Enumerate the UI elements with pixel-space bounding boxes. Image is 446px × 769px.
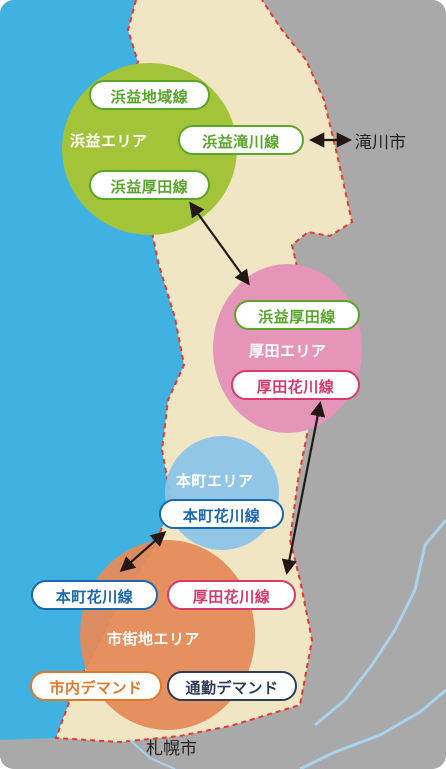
city-takikawa: 滝川市 — [355, 133, 406, 153]
shigaichi-area-label: 市街地エリア — [107, 630, 201, 648]
route-hamamasu-chiiki[interactable]: 浜益地域線 — [89, 80, 210, 110]
city-sapporo: 札幌市 — [146, 739, 197, 759]
route-honcho-hanakawa-2[interactable]: 本町花川線 — [31, 580, 158, 610]
route-hamamasu-atsuta-2[interactable]: 浜益厚田線 — [234, 300, 360, 330]
route-honcho-hanakawa[interactable]: 本町花川線 — [159, 499, 284, 529]
honcho-area-circle — [165, 436, 279, 550]
route-atsuta-hanakawa[interactable]: 厚田花川線 — [231, 370, 360, 400]
route-hamamasu-takikawa[interactable]: 浜益滝川線 — [178, 125, 304, 155]
route-tsukin-demand[interactable]: 通勤デマンド — [167, 671, 297, 701]
river-bottom — [299, 688, 446, 769]
route-atsuta-hanakawa-2[interactable]: 厚田花川線 — [167, 580, 296, 610]
river-left — [129, 739, 176, 769]
hamamasu-area-label: 浜益エリア — [70, 132, 148, 150]
route-hamamasu-atsuta[interactable]: 浜益厚田線 — [89, 170, 210, 200]
river-right — [314, 519, 446, 727]
honcho-area-label: 本町エリア — [176, 472, 254, 490]
municipal-boundary — [54, 0, 354, 744]
land — [56, 0, 352, 742]
atsuta-area-label: 厚田エリア — [249, 342, 327, 360]
route-shinai-demand[interactable]: 市内デマンド — [30, 671, 162, 701]
